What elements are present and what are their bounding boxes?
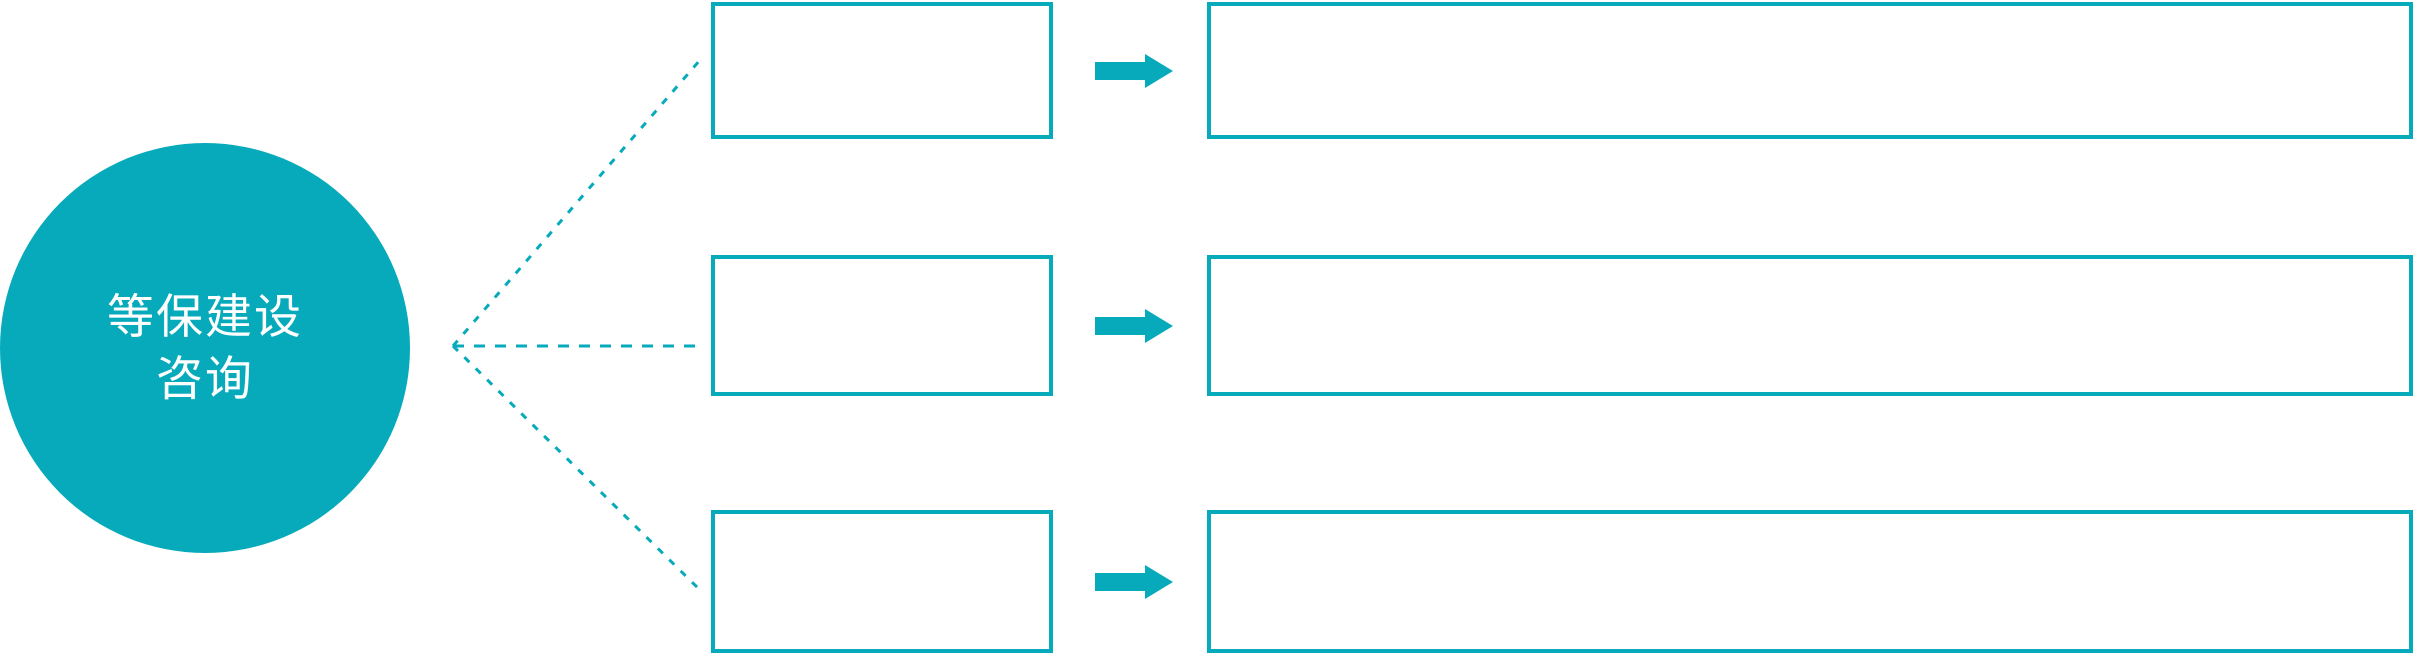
arrow-right-icon-2 bbox=[1095, 308, 1173, 343]
stage-box-2[interactable] bbox=[711, 255, 1053, 396]
arrow-head bbox=[1145, 53, 1173, 88]
arrow-right-icon-3 bbox=[1095, 564, 1173, 599]
arrow-shaft bbox=[1095, 61, 1147, 80]
arrow-head bbox=[1145, 564, 1173, 599]
flow-row-1 bbox=[0, 2, 2434, 139]
hub-title-line-1: 等保建设 bbox=[107, 289, 303, 343]
detail-box-1[interactable] bbox=[1207, 2, 2413, 139]
stage-box-3[interactable] bbox=[711, 510, 1053, 653]
hub-title-line-2: 咨询 bbox=[156, 352, 254, 405]
arrow-shaft bbox=[1095, 572, 1147, 591]
flow-row-2 bbox=[0, 255, 2434, 396]
flow-row-3 bbox=[0, 510, 2434, 653]
hub-circle[interactable]: 等保建设 咨询 bbox=[0, 143, 410, 553]
arrow-head bbox=[1145, 308, 1173, 343]
detail-box-2[interactable] bbox=[1207, 255, 2413, 396]
detail-box-3[interactable] bbox=[1207, 510, 2413, 653]
arrow-shaft bbox=[1095, 316, 1147, 335]
stage-box-1[interactable] bbox=[711, 2, 1053, 139]
arrow-right-icon-1 bbox=[1095, 53, 1173, 88]
